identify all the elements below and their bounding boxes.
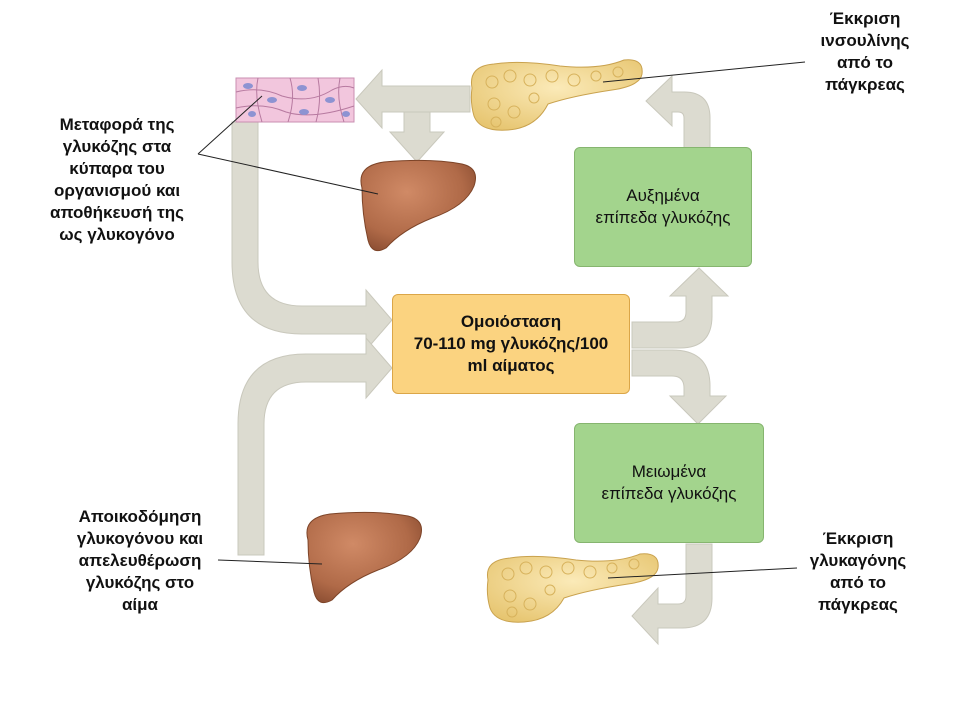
insulin-label-line4: πάγκρεας [825,75,905,94]
arrow-decreased-to-pancreas [631,543,713,646]
glucagon-label-line4: πάγκρεας [818,595,898,614]
increased-line1: Αυξημένα [626,186,700,205]
glucagon-secretion-label: Έκκριση γλυκαγόνης από το πάγκρεας [778,528,938,616]
leader-lines [197,61,806,579]
leader-breakdown [217,559,323,565]
arrow-homeostasis-to-increased [631,267,730,349]
arrow-pancreas-to-cells [355,68,471,130]
glucagon-label-line1: Έκκριση [822,529,894,548]
arrow-liver-to-homeostasis [237,336,393,556]
increased-line2: επίπεδα γλυκόζης [595,208,731,227]
insulin-label-line3: από το [836,53,894,72]
homeostasis-line2: 70-110 mg γλυκόζης/100 [413,334,609,353]
transport-label-line2: γλυκόζης στα [62,137,172,156]
leader-insulin [602,61,806,83]
breakdown-label-line4: γλυκόζης στο [85,573,195,592]
breakdown-label-line5: αίμα [121,595,159,614]
homeostasis-line3: ml αίματος [467,356,555,375]
body-cells-icon [235,77,355,123]
arrow-homeostasis-to-decreased [631,349,728,425]
decreased-glucose-box: Μειωμένα επίπεδα γλυκόζης [574,423,764,543]
glycogen-breakdown-label: Αποικοδόμηση γλυκογόνου και απελευθέρωση… [50,506,230,616]
homeostasis-line1: Ομοιόσταση [460,312,562,331]
glucose-transport-label: Μεταφορά της γλυκόζης στα κύπαρα του οργ… [22,114,212,246]
transport-label-line3: κύπαρα του [69,159,165,178]
leader-glucagon [607,567,798,579]
liver-bottom-icon [306,511,422,604]
leader-transport-cells [197,95,263,155]
transport-label-line1: Μεταφορά της [59,115,175,134]
pancreas-bottom-icon [486,553,659,623]
insulin-secretion-label: Έκκριση ινσουλίνης από το πάγκρεας [790,8,940,96]
pancreas-top-icon [470,59,643,131]
leader-transport-liver [197,153,379,195]
breakdown-label-line2: γλυκογόνου και [76,529,204,548]
homeostasis-box: Ομοιόσταση 70-110 mg γλυκόζης/100 ml αίμ… [392,294,630,394]
arrow-increased-to-pancreas [645,74,711,149]
glucagon-label-line3: από το [829,573,887,592]
increased-glucose-box: Αυξημένα επίπεδα γλυκόζης [574,147,752,267]
decreased-line2: επίπεδα γλυκόζης [601,484,737,503]
transport-label-line4: οργανισμού και [53,181,181,200]
liver-top-icon [360,159,476,252]
decreased-line1: Μειωμένα [631,462,707,481]
transport-label-line5: αποθήκευσή της [50,203,184,222]
arrow-to-top-liver [388,111,446,163]
transport-label-line6: ως γλυκογόνο [59,225,175,244]
breakdown-label-line1: Αποικοδόμηση [78,507,202,526]
glucagon-label-line2: γλυκαγόνης [809,551,907,570]
insulin-label-line2: ινσουλίνης [820,31,910,50]
insulin-label-line1: Έκκριση [829,9,901,28]
flow-arrows [231,68,730,646]
breakdown-label-line3: απελευθέρωση [78,551,202,570]
